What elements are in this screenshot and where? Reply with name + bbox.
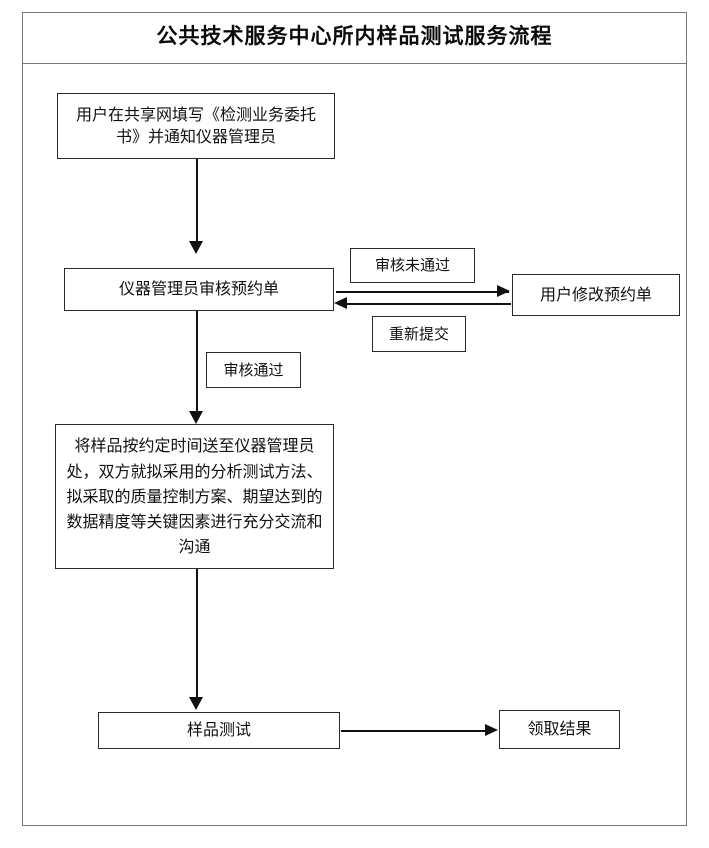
edge-label-review-failed: 审核未通过 [350,248,475,283]
edge-label-resubmit-text: 重新提交 [388,324,449,343]
page-title: 公共技术服务中心所内样品测试服务流程 [156,23,553,48]
arrowhead-review-to-modify [497,285,510,297]
connector-request-to-review [196,159,198,243]
node-user-submits-request: 用户在共享网填写《检测业务委托书》并通知仪器管理员 [57,93,335,159]
edge-label-review-passed: 审核通过 [206,352,301,388]
node-result-label: 领取结果 [527,719,592,739]
edge-label-fail-text: 审核未通过 [374,256,450,275]
node-user-modifies-booking: 用户修改预约单 [512,274,680,316]
arrowhead-review-to-deliver [189,411,203,424]
node-sample-testing: 样品测试 [98,712,340,749]
node-request-label: 用户在共享网填写《检测业务委托书》并通知仪器管理员 [75,104,316,146]
arrowhead-deliver-to-test [189,697,203,710]
node-deliver-sample-and-discuss: 将样品按约定时间送至仪器管理员处，双方就拟采用的分析测试方法、拟采取的质量控制方… [55,424,334,569]
connector-test-to-result [341,730,487,732]
connector-review-to-modify [336,291,509,293]
arrowhead-test-to-result [485,724,498,736]
connector-modify-to-review [338,303,511,305]
arrowhead-modify-to-review [334,297,347,309]
connector-review-to-deliver [196,311,198,413]
node-manager-reviews-booking: 仪器管理员审核预约单 [64,268,334,311]
title-divider [22,63,687,64]
connector-deliver-to-test [196,569,198,699]
node-collect-result: 领取结果 [499,710,620,749]
node-test-label: 样品测试 [186,720,251,740]
node-deliver-label: 将样品按约定时间送至仪器管理员处，双方就拟采用的分析测试方法、拟采取的质量控制方… [66,436,323,557]
node-modify-label: 用户修改预约单 [539,284,652,304]
edge-label-pass-text: 审核通过 [223,360,284,379]
edge-label-resubmit: 重新提交 [372,316,466,352]
arrowhead-request-to-review [189,241,203,254]
node-review-label: 仪器管理员审核预约单 [118,279,279,299]
